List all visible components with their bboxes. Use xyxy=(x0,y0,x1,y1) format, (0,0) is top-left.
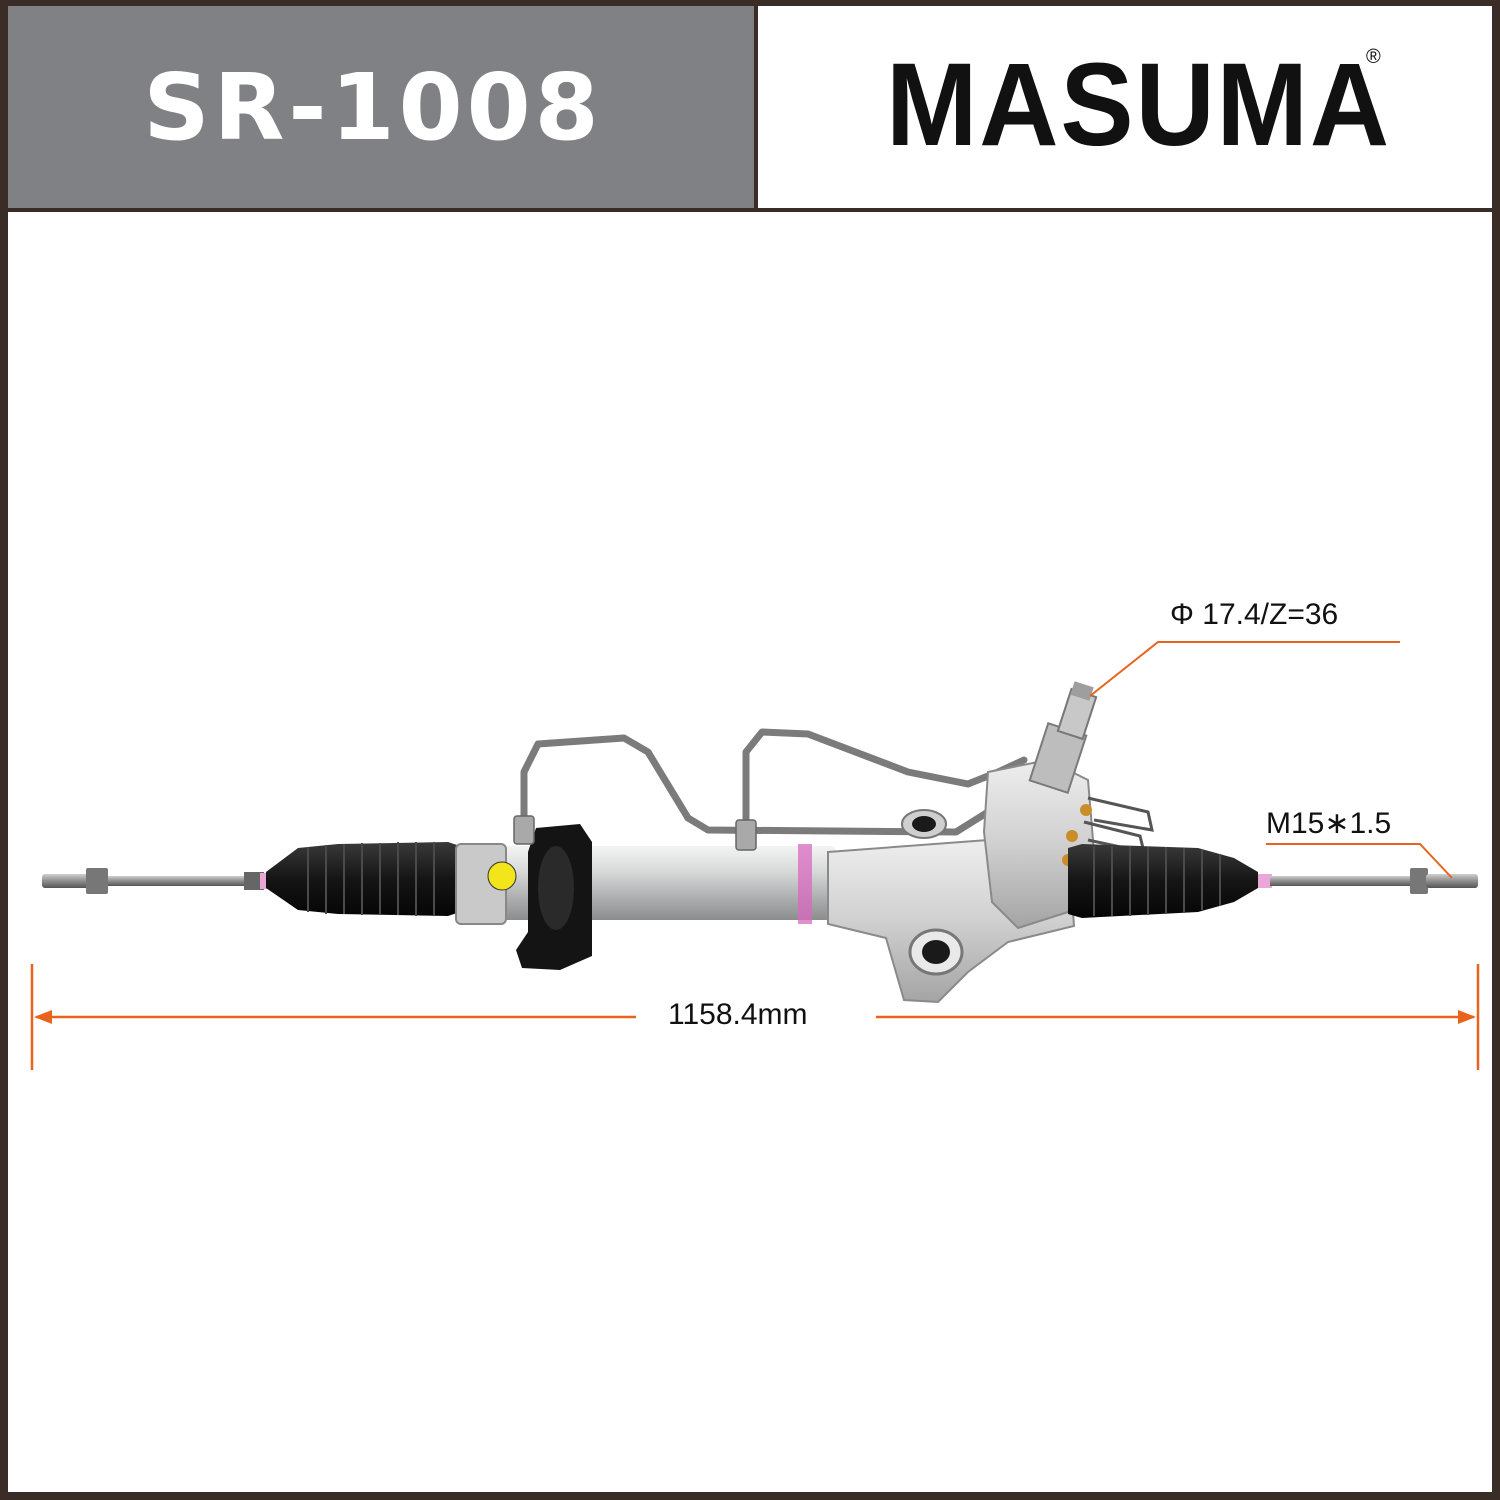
part-number: SR-1008 xyxy=(143,53,603,161)
left-mount-bracket xyxy=(516,824,592,970)
thread-spec-label: M15∗1.5 xyxy=(1266,807,1392,840)
brand-logo: MASUMA xyxy=(886,39,1391,171)
product-panel: Φ 17.4/Z=36 M15∗1.5 1158.4mm xyxy=(8,212,1492,1492)
hydraulic-lines xyxy=(520,728,1028,838)
callout-leaders xyxy=(1089,641,1453,879)
part-number-banner: SR-1008 xyxy=(8,6,754,208)
rack-housing-tube xyxy=(455,843,836,925)
brand-banner: MASUMA ® xyxy=(758,6,1492,208)
registered-mark: ® xyxy=(1366,46,1381,68)
right-tie-rod xyxy=(1258,868,1478,894)
overall-length-label: 1158.4mm xyxy=(668,998,808,1031)
pinion-spec-label: Φ 17.4/Z=36 xyxy=(1170,598,1339,631)
right-boot xyxy=(1068,844,1258,918)
left-tie-rod xyxy=(42,868,268,894)
left-boot xyxy=(266,842,460,916)
dimension-line xyxy=(30,964,1480,1070)
steering-rack-illustration xyxy=(30,641,1480,1070)
